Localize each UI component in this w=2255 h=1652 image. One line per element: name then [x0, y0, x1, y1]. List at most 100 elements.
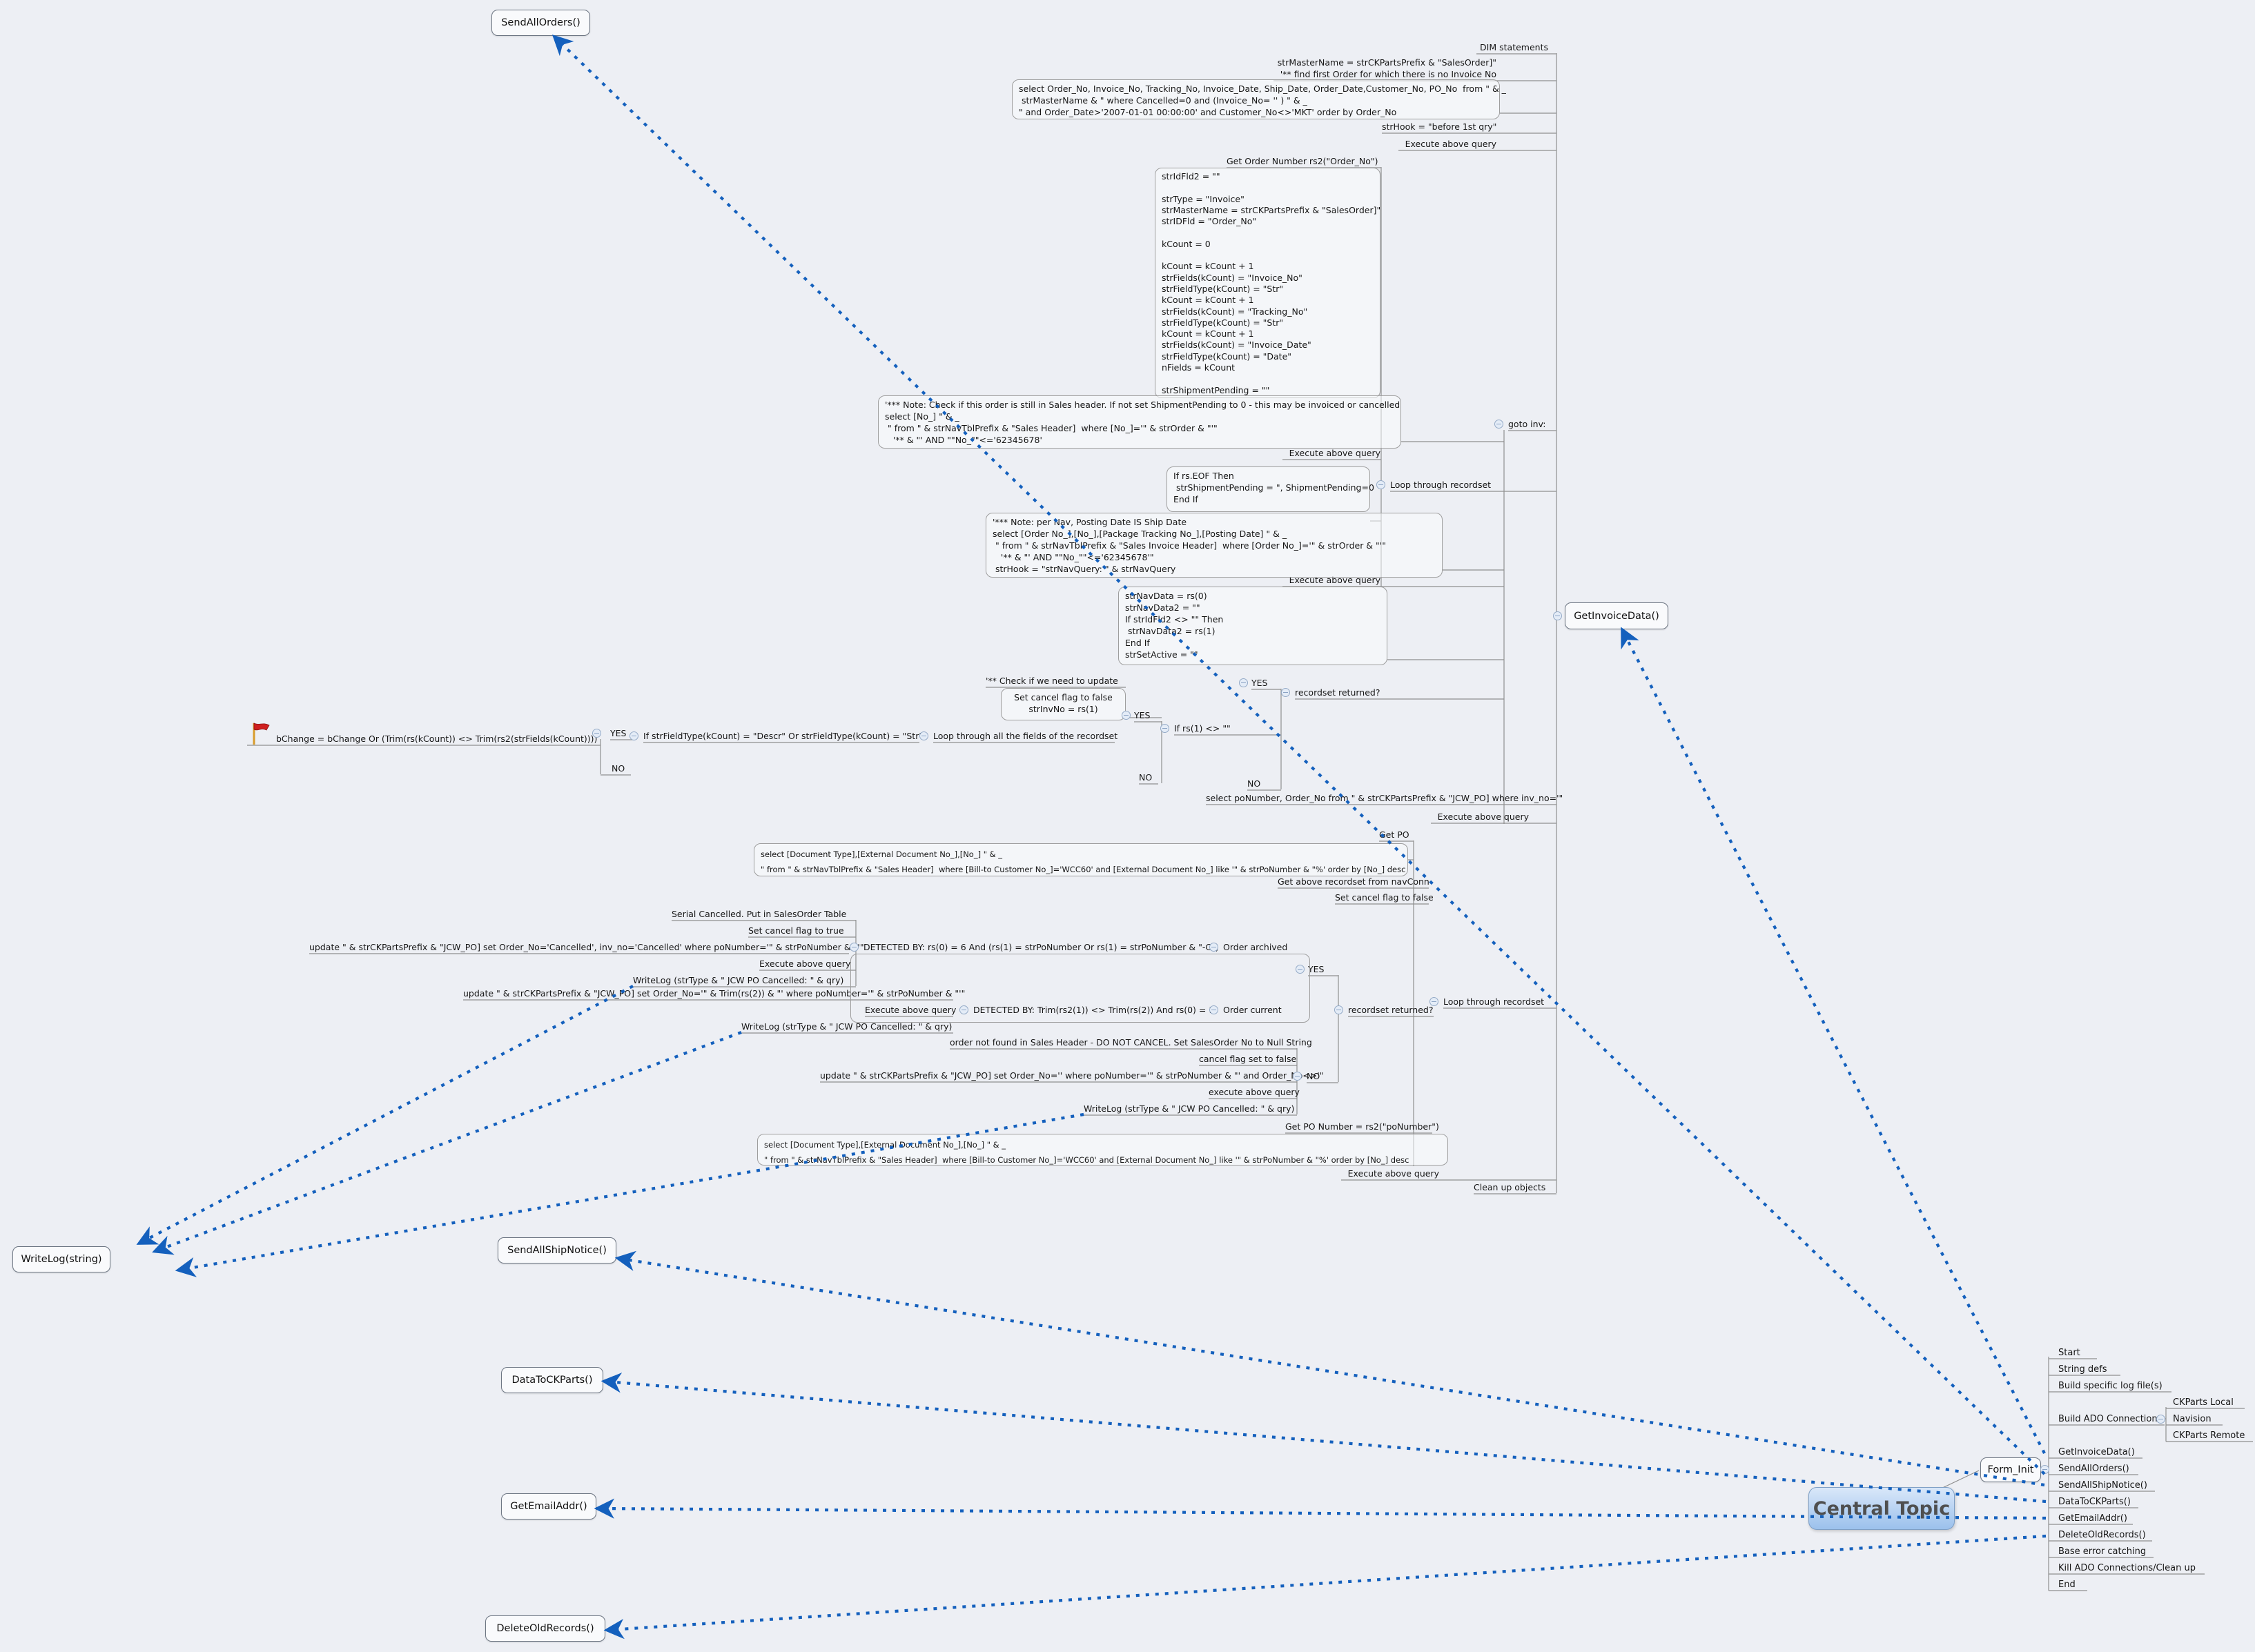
node-str-master-find[interactable]: strMasterName = strCKPartsPrefix & "Sale… — [1273, 57, 1496, 80]
collapse-icon[interactable] — [1296, 965, 1305, 974]
node-get-recordset-navconn[interactable]: Get above recordset from navConn — [1278, 876, 1429, 887]
step-ckparts-remote[interactable]: CKParts Remote — [2173, 1430, 2245, 1441]
collapse-icon[interactable] — [592, 729, 601, 738]
collapse-icon[interactable] — [850, 943, 859, 952]
node-loop-recordset-2[interactable]: Loop through recordset — [1443, 996, 1547, 1007]
collapse-icon[interactable] — [1293, 1072, 1302, 1081]
node-update-null[interactable]: update " & strCKPartsPrefix & "JCW_PO] s… — [820, 1070, 1323, 1081]
node-writelog-3[interactable]: WriteLog (strType & " JCW PO Cancelled: … — [1084, 1103, 1294, 1114]
node-str-hook-1st-qry[interactable]: strHook = "before 1st qry" — [1382, 121, 1496, 132]
node-execute-query-4[interactable]: Execute above query — [1431, 811, 1529, 823]
node-select-orders[interactable]: select Order_No, Invoice_No, Tracking_No… — [1012, 79, 1506, 119]
collapse-icon[interactable] — [629, 731, 638, 740]
node-recordset-returned-1[interactable]: recordset returned? — [1295, 687, 1380, 698]
node-send-all-ship-notice[interactable]: SendAllShipNotice() — [498, 1237, 616, 1263]
node-str-nav-data[interactable]: strNavData = rs(0)strNavData2 = ""If str… — [1118, 587, 1387, 665]
node-get-email-addr[interactable]: GetEmailAddr() — [501, 1493, 596, 1520]
step-delete-old-records-step[interactable]: DeleteOldRecords() — [2058, 1530, 2146, 1540]
collapse-icon[interactable] — [1376, 480, 1385, 489]
node-bchange[interactable]: bChange = bChange Or (Trim(rs(kCount)) <… — [276, 733, 597, 745]
node-order-archived[interactable]: Order archived — [1223, 941, 1292, 953]
collapse-icon[interactable] — [1239, 678, 1248, 687]
node-yes-b[interactable]: YES — [1134, 709, 1158, 721]
node-if-rs-eof[interactable]: If rs.EOF Then strShipmentPending = ", S… — [1166, 466, 1381, 512]
node-if-rs1[interactable]: If rs(1) <> "" — [1174, 722, 1250, 734]
collapse-icon[interactable] — [1334, 1005, 1343, 1014]
node-send-all-orders[interactable]: SendAllOrders() — [491, 10, 590, 36]
node-form-init[interactable]: Form_Init — [1980, 1457, 2041, 1482]
node-set-cancel-true[interactable]: Set cancel flag to true — [748, 925, 844, 936]
node-note-posting-date[interactable]: '*** Note: per Nav, Posting Date IS Ship… — [986, 513, 1443, 578]
node-set-cancel-false-1[interactable]: Set cancel flag to false — [1335, 892, 1434, 903]
collapse-icon[interactable] — [919, 731, 928, 740]
node-recordset-returned-2[interactable]: recordset returned? — [1348, 1004, 1434, 1016]
node-data-to-ckparts[interactable]: DataToCKParts() — [501, 1367, 603, 1393]
node-execute-query-2[interactable]: Execute above query — [1282, 447, 1380, 459]
node-note-sales-header[interactable]: '*** Note: Check if this order is still … — [878, 395, 1401, 449]
node-no-b[interactable]: NO — [1247, 778, 1267, 789]
collapse-icon[interactable] — [1494, 420, 1503, 429]
collapse-icon[interactable] — [1281, 688, 1290, 697]
node-if-strfieldtype[interactable]: If strFieldType(kCount) = "Descr" Or str… — [643, 730, 923, 742]
step-base-error-catching[interactable]: Base error catching — [2058, 1546, 2147, 1557]
step-send-all-orders-step[interactable]: SendAllOrders() — [2058, 1464, 2129, 1474]
collapse-icon[interactable] — [1553, 611, 1562, 620]
collapse-icon[interactable] — [1209, 943, 1218, 952]
step-navision[interactable]: Navision — [2173, 1414, 2212, 1424]
collapse-icon[interactable] — [2040, 1465, 2049, 1474]
collapse-icon[interactable] — [959, 1005, 968, 1014]
step-string-defs[interactable]: String defs — [2058, 1364, 2107, 1375]
node-loop-recordset-1[interactable]: Loop through recordset — [1390, 479, 1491, 491]
step-send-all-ship-notice-step[interactable]: SendAllShipNotice() — [2058, 1480, 2147, 1491]
collapse-icon[interactable] — [1122, 711, 1131, 720]
step-get-email-addr-step[interactable]: GetEmailAddr() — [2058, 1513, 2127, 1524]
collapse-icon[interactable] — [1209, 1005, 1218, 1014]
step-get-invoice-data-step[interactable]: GetInvoiceData() — [2058, 1447, 2135, 1457]
node-note-sales-header-line-0: '*** Note: Check if this order is still … — [885, 400, 1400, 410]
node-no-c[interactable]: NO — [612, 763, 631, 774]
node-execute-query-7[interactable]: execute above query — [1209, 1086, 1300, 1098]
node-clean-up-objects[interactable]: Clean up objects — [1474, 1181, 1550, 1193]
step-end[interactable]: End — [2058, 1580, 2076, 1590]
node-select-doc-type-1[interactable]: select [Document Type],[External Documen… — [754, 843, 1408, 876]
node-execute-query-1[interactable]: Execute above query — [1398, 138, 1496, 150]
node-yes-d[interactable]: YES — [1308, 963, 1331, 975]
node-delete-old-records[interactable]: DeleteOldRecords() — [485, 1615, 605, 1642]
node-loop-all-fields[interactable]: Loop through all the fields of the recor… — [933, 730, 1117, 742]
node-execute-query-8[interactable]: Execute above query — [1341, 1168, 1439, 1179]
step-build-ado-connections[interactable]: Build ADO Connections — [2058, 1414, 2163, 1424]
node-no-b2[interactable]: NO — [1139, 771, 1158, 783]
node-get-po-number[interactable]: Get PO Number = rs2("poNumber") — [1285, 1121, 1439, 1132]
node-update-cancelled[interactable]: update " & strCKPartsPrefix & "JCW_PO] s… — [309, 941, 864, 953]
node-serial-cancelled[interactable]: Serial Cancelled. Put in SalesOrder Tabl… — [672, 908, 846, 920]
central-topic-node[interactable]: Central Topic — [1808, 1487, 1955, 1530]
node-select-doc-type-2[interactable]: select [Document Type],[External Documen… — [757, 1134, 1448, 1166]
collapse-icon[interactable] — [2156, 1415, 2165, 1424]
node-execute-query-5[interactable]: Execute above query — [759, 958, 850, 970]
step-kill-ado-connections[interactable]: Kill ADO Connections/Clean up — [2058, 1563, 2196, 1573]
node-dim-statements[interactable]: DIM statements — [1476, 41, 1548, 53]
node-goto-inv[interactable]: goto inv: — [1508, 418, 1548, 430]
node-detected-by-1[interactable]: DETECTED BY: rs(0) = 6 And (rs(1) = strP… — [863, 941, 1219, 953]
collapse-icon[interactable] — [1160, 724, 1169, 733]
node-get-order-fields-code[interactable]: strIdFld2 = "" strType = "Invoice"strMas… — [1155, 168, 1380, 398]
node-order-not-found[interactable]: order not found in Sales Header - DO NOT… — [950, 1036, 1312, 1048]
node-get-invoice-data[interactable]: GetInvoiceData() — [1565, 602, 1668, 629]
node-check-if-update[interactable]: '** Check if we need to update — [986, 675, 1118, 687]
node-get-order-number[interactable]: Get Order Number rs2("Order_No") — [1227, 155, 1378, 167]
node-get-order-fields-code-line-10: strFieldType(kCount) = "Str" — [1162, 283, 1284, 294]
node-no-d[interactable]: NO — [1307, 1070, 1326, 1082]
node-order-current-cluster[interactable] — [850, 954, 1310, 1023]
node-yes-a[interactable]: YES — [1251, 677, 1275, 689]
step-ckparts-local[interactable]: CKParts Local — [2173, 1397, 2234, 1408]
step-data-to-ckparts-step[interactable]: DataToCKParts() — [2058, 1497, 2131, 1507]
node-write-log[interactable]: WriteLog(string) — [12, 1246, 110, 1272]
node-cancel-flag-false-2[interactable]: cancel flag set to false — [1199, 1053, 1296, 1065]
node-select-ponumber[interactable]: select poNumber, Order_No from " & strCK… — [1206, 792, 1563, 804]
collapse-icon[interactable] — [1429, 997, 1438, 1006]
step-start[interactable]: Start — [2058, 1348, 2080, 1358]
node-get-po[interactable]: Get PO — [1379, 829, 1412, 840]
node-writelog-1[interactable]: WriteLog (strType & " JCW PO Cancelled: … — [633, 974, 843, 986]
step-build-log-files[interactable]: Build specific log file(s) — [2058, 1381, 2163, 1391]
